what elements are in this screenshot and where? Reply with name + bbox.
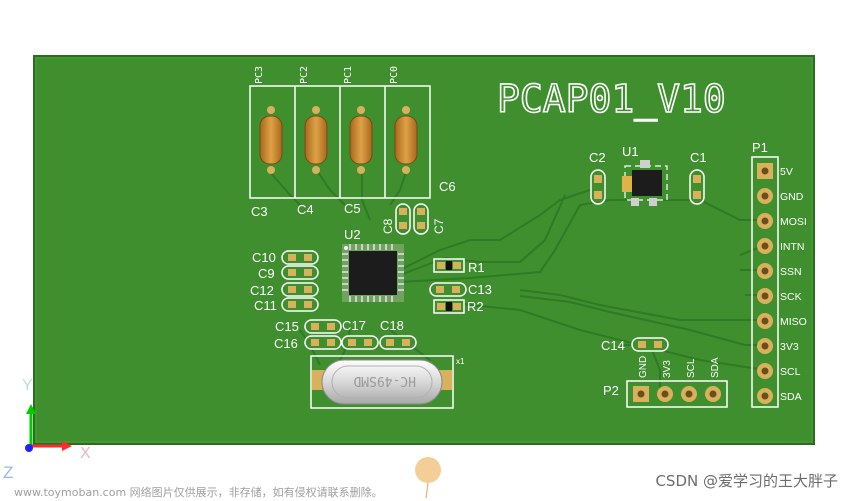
header-p1-labels: 5V GND MOSI INTN SSN SCK MISO 3V3 SCL SD… [780, 166, 807, 403]
label-c14: C14 [601, 338, 625, 353]
crystal-x1 [310, 355, 454, 409]
header-p1-outline [751, 156, 779, 408]
cap-c13 [429, 282, 467, 297]
cap-c2 [590, 169, 606, 205]
label-c13: C13 [468, 282, 492, 297]
pcb-board-edge [35, 57, 813, 443]
p1-pin-label: 3V3 [780, 341, 799, 353]
label-r2: R2 [467, 299, 484, 314]
label-c1: C1 [690, 150, 707, 165]
axis-label-x: X [80, 445, 91, 462]
p2-pin-label: SCL [686, 358, 697, 378]
cap-c14 [631, 337, 669, 352]
label-r1: R1 [468, 260, 485, 275]
crystal-text: HC-49SMD [353, 373, 416, 388]
cap-c18 [379, 335, 417, 350]
cap-c12 [281, 282, 319, 297]
chip-u2 [342, 244, 404, 302]
p2-pin-label: GND [638, 356, 649, 378]
axis-label-z: Z [3, 463, 13, 482]
resistor-r2 [433, 299, 465, 314]
crystal-ref: x1 [456, 357, 465, 366]
p1-pin-label: SSN [780, 266, 802, 278]
label-c11: C11 [254, 298, 277, 313]
column-label-pc0: PC0 [389, 66, 400, 84]
label-u1: U1 [622, 144, 639, 159]
resistor-r1 [433, 258, 465, 273]
header-p2-pins [633, 386, 721, 402]
p1-pin-label: SDA [780, 391, 802, 403]
cap-c10 [281, 250, 319, 265]
chip-u1 [622, 160, 668, 206]
label-p1: P1 [752, 140, 768, 155]
label-c4: C4 [297, 202, 314, 217]
header-p2-labels: GND 3V3 SCL SDA [638, 356, 721, 378]
board-title: PCAP01_V10 [497, 77, 726, 122]
cap-c15 [304, 319, 342, 334]
label-c17: C17 [342, 318, 366, 333]
pcb-traces [269, 171, 766, 390]
label-u2: U2 [344, 227, 361, 242]
column-label-pc2: PC2 [299, 66, 310, 84]
column-label-pc3: PC3 [254, 66, 265, 84]
label-c2: C2 [589, 150, 606, 165]
p2-pin-label: SDA [710, 357, 721, 378]
label-c7: C7 [432, 218, 446, 234]
watermark-right: CSDN @爱学习的王大胖子 [655, 472, 838, 490]
label-c3: C3 [251, 204, 268, 219]
cap-c3-body [259, 106, 283, 174]
label-c15: C15 [275, 319, 299, 334]
cap-c4-body [304, 106, 328, 174]
label-c9: C9 [258, 266, 275, 281]
p1-pin-label: SCL [780, 366, 801, 378]
label-c12: C12 [250, 283, 274, 298]
cap-c16 [304, 335, 342, 350]
p1-pin-label: SCK [780, 291, 802, 303]
axis-label-y: Y [22, 377, 33, 394]
axis-gizmo [25, 404, 72, 452]
cap-c17 [341, 335, 379, 350]
label-c18: C18 [380, 318, 404, 333]
label-p2: P2 [603, 383, 619, 398]
p1-pin-label: MOSI [780, 216, 807, 228]
watermark-balloon [415, 457, 441, 483]
cap-c6-body [394, 106, 418, 174]
p1-pin-label: INTN [780, 241, 805, 253]
cap-c9 [281, 265, 319, 280]
label-c5: C5 [344, 201, 361, 216]
header-p1-pins [757, 163, 773, 404]
p2-pin-label: 3V3 [662, 360, 673, 378]
cap-c5-body [349, 106, 373, 174]
cap-c7 [413, 203, 429, 235]
label-c6: C6 [439, 179, 456, 194]
label-c16: C16 [274, 336, 298, 351]
cap-c8 [395, 203, 411, 235]
watermark-left: www.toymoban.com 网络图片仅供展示，非存储，如有侵权请联系删除。 [14, 486, 383, 499]
cap-c1 [689, 169, 705, 205]
column-label-pc1: PC1 [343, 66, 354, 84]
p1-pin-label: GND [780, 191, 804, 203]
label-c8: C8 [381, 218, 395, 234]
p1-pin-label: MISO [780, 316, 807, 328]
header-p2-outline [626, 380, 728, 408]
cap-c11 [281, 297, 319, 312]
label-c10: C10 [252, 250, 276, 265]
p1-pin-label: 5V [780, 166, 793, 178]
